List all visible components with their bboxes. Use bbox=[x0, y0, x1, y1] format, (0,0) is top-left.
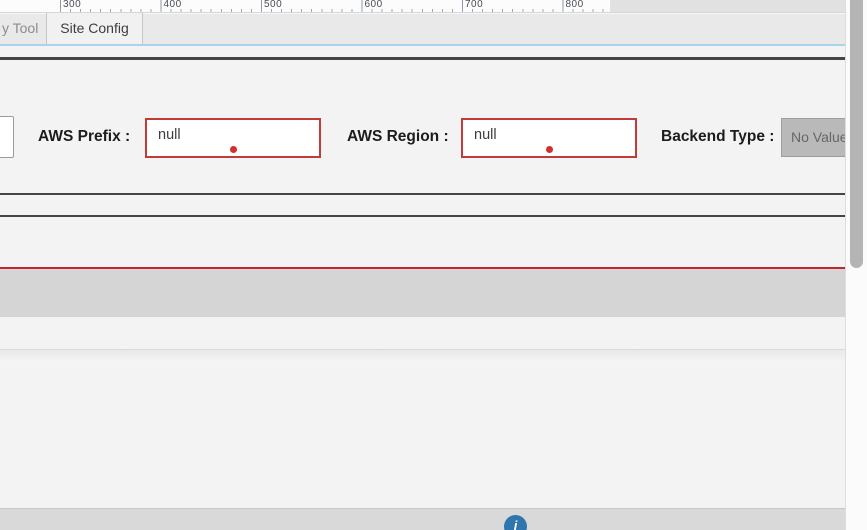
aws-region-label: AWS Region : bbox=[347, 128, 449, 145]
panel-edge bbox=[0, 349, 845, 350]
error-dot-icon bbox=[230, 146, 237, 153]
panel-shadow bbox=[0, 350, 845, 362]
clipped-left-input[interactable] bbox=[0, 116, 14, 158]
section-divider bbox=[0, 193, 845, 195]
section-divider bbox=[0, 57, 845, 60]
aws-region-field bbox=[461, 118, 637, 158]
aws-prefix-field bbox=[145, 118, 321, 158]
red-section-divider bbox=[0, 266, 845, 269]
tab-bar: y Tool Site Config bbox=[0, 13, 845, 44]
info-icon-glyph: i bbox=[513, 518, 518, 530]
ruler-right-fill bbox=[610, 0, 845, 13]
horizontal-ruler: 300 400 500 600 700 800 bbox=[0, 0, 610, 13]
bottom-status-bar bbox=[0, 508, 845, 530]
ruler-label: 500 bbox=[264, 0, 283, 10]
error-dot-icon bbox=[546, 146, 553, 153]
ruler-label: 300 bbox=[63, 0, 82, 10]
scrollbar-thumb[interactable] bbox=[850, 0, 863, 268]
section-divider bbox=[0, 215, 845, 217]
tab-site-config[interactable]: Site Config bbox=[47, 13, 143, 44]
ruler-label: 400 bbox=[163, 0, 182, 10]
tab-accent-underline bbox=[0, 44, 845, 46]
vertical-scrollbar[interactable] bbox=[845, 0, 867, 530]
backend-type-value-box: No Value bbox=[781, 118, 853, 157]
aws-prefix-label: AWS Prefix : bbox=[38, 128, 131, 145]
ruler-label: 800 bbox=[565, 0, 584, 10]
backend-type-label: Backend Type : bbox=[661, 128, 775, 145]
tab-tool[interactable]: y Tool bbox=[0, 13, 47, 44]
toolbar-band bbox=[0, 269, 845, 317]
tab-site-config-label: Site Config bbox=[60, 20, 129, 36]
info-icon[interactable]: i bbox=[504, 515, 527, 530]
ruler-label: 700 bbox=[465, 0, 484, 10]
ruler-label: 600 bbox=[364, 0, 383, 10]
tab-tool-label: y Tool bbox=[2, 20, 39, 36]
